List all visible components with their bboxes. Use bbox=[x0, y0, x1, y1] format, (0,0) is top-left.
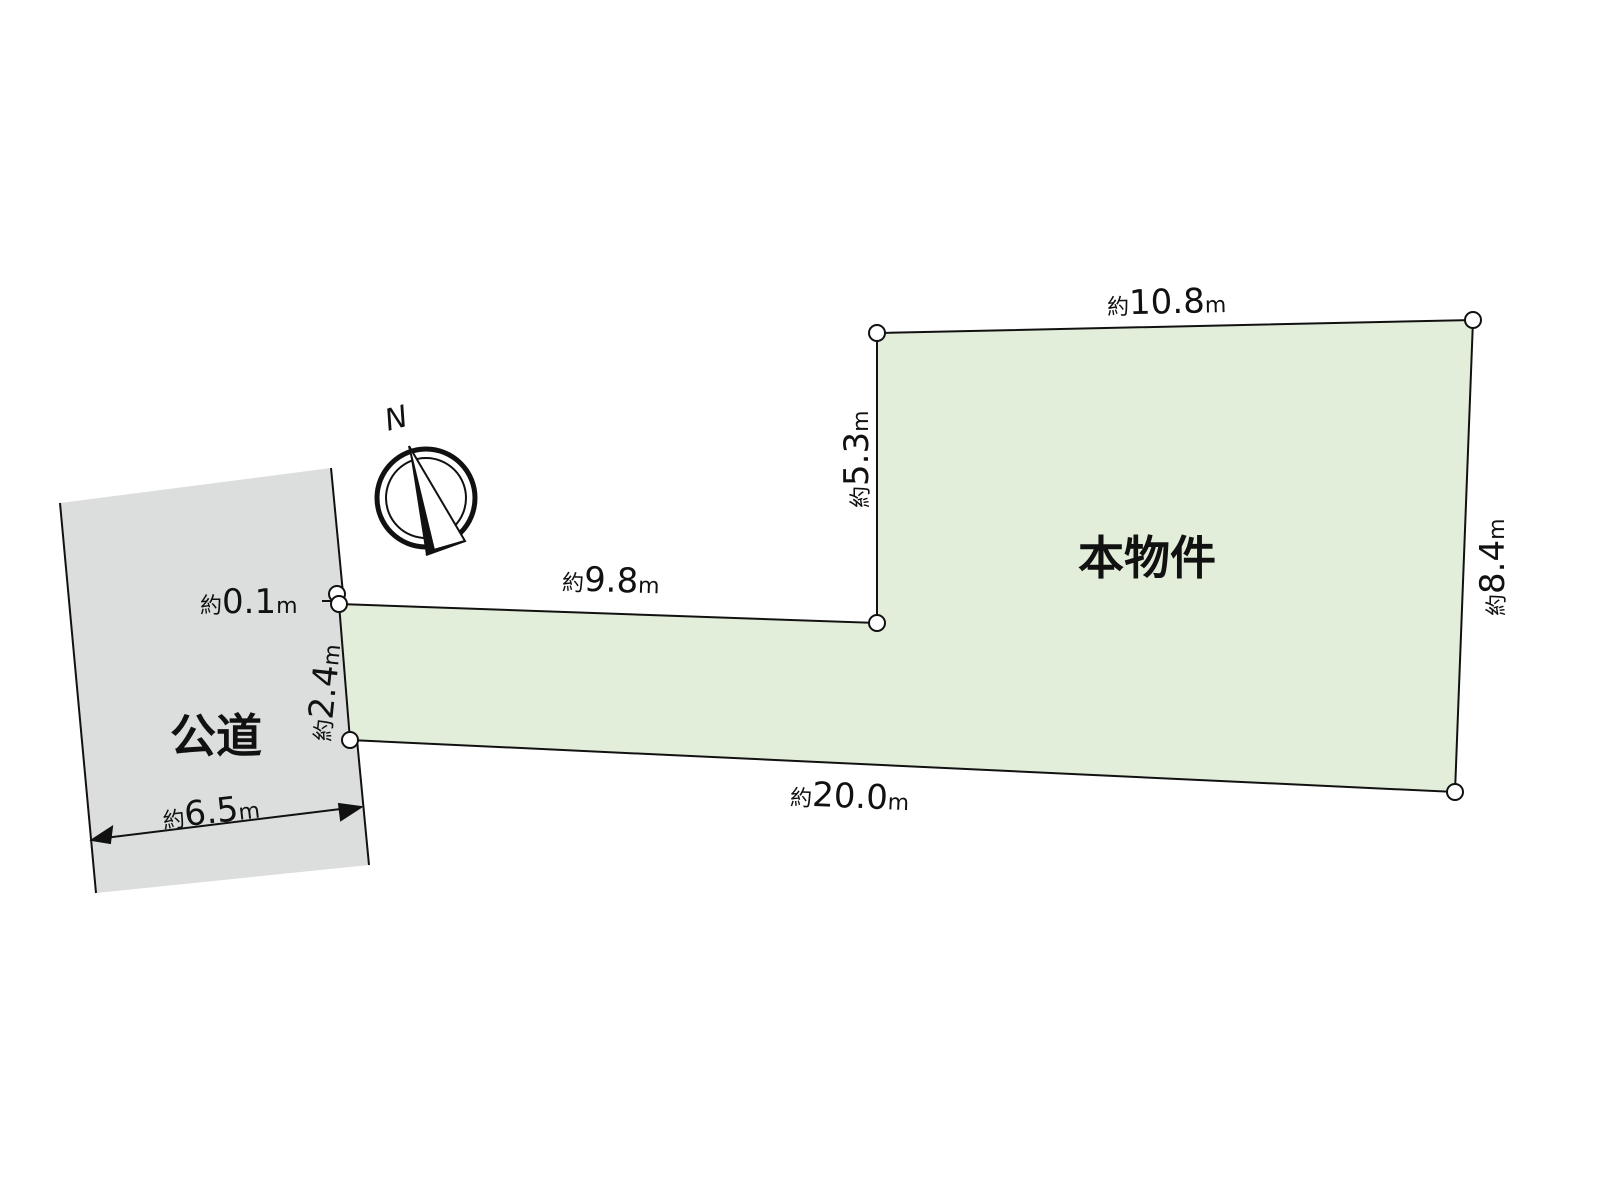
dim-top-right: 約10.8m bbox=[1107, 281, 1227, 323]
compass-label: N bbox=[381, 399, 412, 439]
dim-right-vertical: 約8.4m bbox=[1473, 518, 1513, 616]
dim-frontage: 約2.4m bbox=[299, 642, 349, 743]
corner-markers bbox=[328, 311, 1482, 801]
corner-marker bbox=[868, 324, 886, 342]
corner-marker bbox=[330, 595, 348, 613]
dim-bottom: 約20.0m bbox=[789, 774, 910, 819]
corner-marker bbox=[868, 614, 886, 632]
road-width-arrow bbox=[89, 802, 364, 845]
dim-middle-horizontal: 約9.8m bbox=[561, 559, 660, 602]
road-label: 公道 bbox=[170, 709, 262, 763]
dim-offset: 約0.1m bbox=[200, 582, 298, 622]
north-arrow-icon bbox=[374, 445, 478, 556]
dim-left-vertical: 約5.3m bbox=[837, 410, 877, 508]
dim-road-width: 約6.5m bbox=[160, 787, 261, 838]
property-area bbox=[337, 318, 1475, 794]
corner-marker bbox=[1464, 311, 1482, 329]
property-label: 本物件 bbox=[1078, 531, 1216, 585]
corner-marker bbox=[341, 731, 359, 749]
corner-marker bbox=[1446, 783, 1464, 801]
